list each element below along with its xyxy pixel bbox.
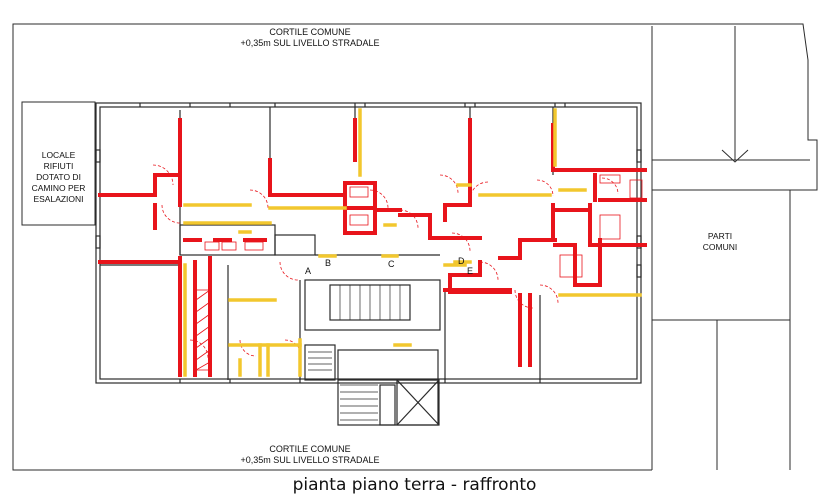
courtyard-level-top: +0,35m SUL LIVELLO STRADALE — [240, 38, 380, 48]
courtyard-label-bottom: CORTILE COMUNE +0,35m SUL LIVELLO STRADA… — [180, 444, 440, 466]
door-swings — [152, 164, 619, 359]
courtyard-title-bottom: CORTILE COMUNE — [269, 444, 351, 454]
marker-b: B — [325, 258, 332, 268]
drawing-caption: pianta piano terra - raffronto — [292, 475, 537, 495]
waste-room-line-1: LOCALE — [41, 150, 76, 160]
courtyard-title-top: CORTILE COMUNE — [269, 27, 351, 37]
marker-d: D — [458, 256, 465, 266]
marker-e: E — [467, 266, 474, 276]
new-construction-walls — [183, 108, 642, 377]
site-outline — [12, 23, 818, 471]
demolition-walls — [98, 118, 647, 377]
courtyard-level-bottom: +0,35m SUL LIVELLO STRADALE — [240, 455, 380, 465]
fixtures — [204, 174, 621, 251]
waste-room-line-3: DOTATO DI — [36, 172, 81, 182]
waste-room-line-2: RIFIUTI — [43, 161, 74, 171]
marker-a: A — [305, 266, 312, 276]
waste-room-line-4: CAMINO PER — [31, 183, 86, 193]
common-parts-line-2: COMUNI — [702, 242, 738, 252]
waste-room-label: LOCALE RIFIUTI DOTATO DI CAMINO PER ESAL… — [22, 150, 95, 205]
building-walls — [95, 102, 642, 426]
common-parts-label: PARTI COMUNI — [680, 231, 760, 253]
courtyard-label-top: CORTILE COMUNE +0,35m SUL LIVELLO STRADA… — [180, 27, 440, 49]
waste-room-line-5: ESALAZIONI — [33, 194, 84, 204]
common-parts-line-1: PARTI — [707, 231, 733, 241]
stair-treads — [308, 285, 401, 421]
marker-c: C — [388, 259, 395, 269]
hatched-shaft — [195, 179, 643, 371]
